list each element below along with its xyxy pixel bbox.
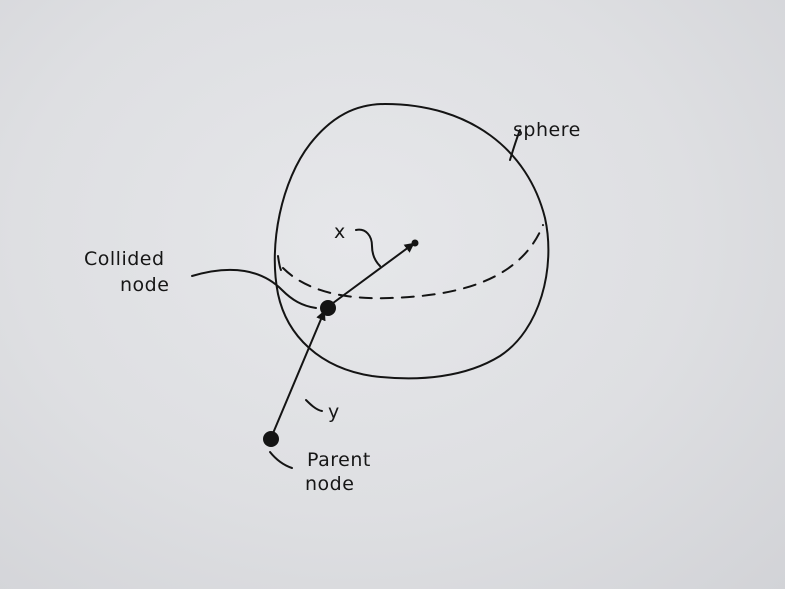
sphere-outline	[273, 103, 550, 380]
y-label-pointer	[305, 399, 323, 412]
sphere-label-leader	[509, 129, 521, 161]
parent-node	[263, 431, 279, 447]
vector-y-arrow	[270, 310, 326, 439]
x-label-pointer	[355, 228, 381, 267]
sphere-equator-front	[277, 255, 282, 271]
y-label: y	[328, 401, 340, 423]
collided-node-label-line1: Collided	[84, 248, 165, 270]
parent-node-label-line2: node	[305, 473, 354, 495]
parent-node-label-line1: Parent	[307, 449, 371, 471]
collided-node-label-line2: node	[120, 274, 169, 296]
vector-x-arrow	[328, 242, 415, 307]
parent-node-leader	[269, 451, 293, 469]
sphere-label: sphere	[513, 119, 581, 141]
sphere-center-point	[411, 239, 419, 247]
collided-node-leader	[191, 268, 317, 309]
x-label: x	[334, 221, 346, 243]
sphere-equator-dashed	[282, 224, 544, 300]
collided-node	[320, 300, 336, 316]
